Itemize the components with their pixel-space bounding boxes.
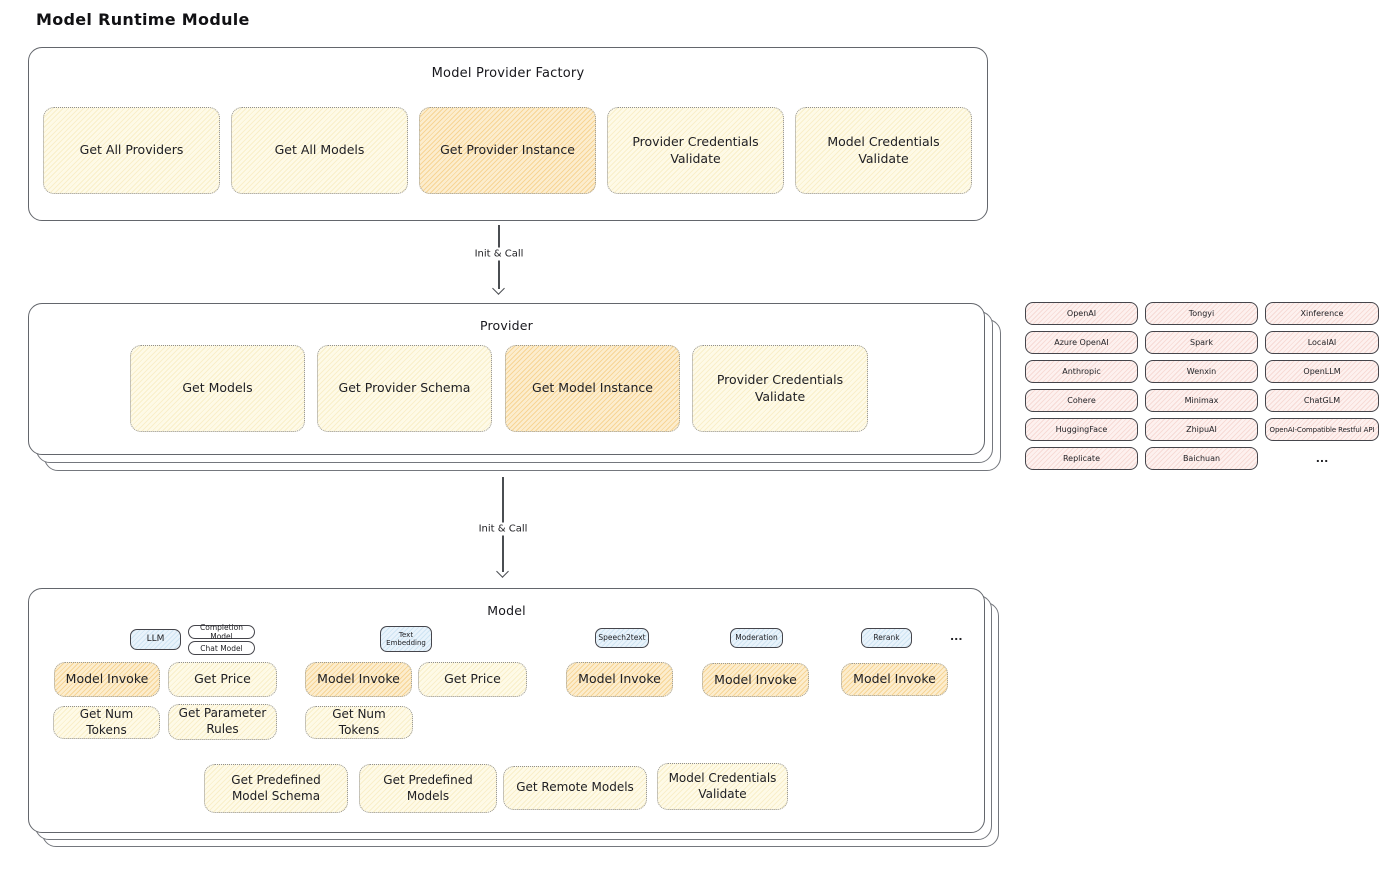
arrow-head-top xyxy=(492,282,505,295)
tag-completion-model: Completion Model xyxy=(188,623,255,641)
vendor-pill-openai-compatible-restful-api: OpenAI-Compatible Restful API xyxy=(1265,418,1379,441)
factory-button-get-all-providers: Get All Providers xyxy=(43,107,220,194)
vendor-pill-chatglm: ChatGLM xyxy=(1265,389,1379,412)
arrow-label-bottom: Init & Call xyxy=(474,522,532,536)
vendor-pill-xinference: Xinference xyxy=(1265,302,1379,325)
rerank-button-model-invoke: Model Invoke xyxy=(841,663,948,696)
speech2text-button-model-invoke: Model Invoke xyxy=(566,662,673,697)
tag-moderation: Moderation xyxy=(730,628,783,648)
provider-title: Provider xyxy=(479,318,534,333)
provider-button-get-model-instance: Get Model Instance xyxy=(505,345,680,432)
vendor-pill-anthropic: Anthropic xyxy=(1025,360,1138,383)
vendor-pill-baichuan: Baichuan xyxy=(1145,447,1258,470)
moderation-button-model-invoke: Model Invoke xyxy=(702,663,809,697)
vendor-pill-replicate: Replicate xyxy=(1025,447,1138,470)
vendor-pill-localai: LocalAI xyxy=(1265,331,1379,354)
model-title: Model xyxy=(487,603,526,618)
model-button-model-credentials-validate: Model Credentials Validate xyxy=(657,763,788,810)
provider-button-get-provider-schema: Get Provider Schema xyxy=(317,345,492,432)
llm-button-get-price: Get Price xyxy=(168,662,277,697)
tag-speech2text: Speech2text xyxy=(595,628,649,648)
vendor-pill-openllm: OpenLLM xyxy=(1265,360,1379,383)
vendor-pill-wenxin: Wenxin xyxy=(1145,360,1258,383)
embedding-button-model-invoke: Model Invoke xyxy=(305,662,412,697)
llm-button-model-invoke: Model Invoke xyxy=(54,662,160,697)
tag-chat-model: Chat Model xyxy=(188,641,255,655)
tag-text-embedding: Text Embedding xyxy=(380,626,432,652)
llm-button-get-parameter-rules: Get Parameter Rules xyxy=(168,704,277,740)
page-title: Model Runtime Module xyxy=(36,10,250,29)
factory-button-get-all-models: Get All Models xyxy=(231,107,408,194)
vendor-pill-huggingface: HuggingFace xyxy=(1025,418,1138,441)
tag-rerank: Rerank xyxy=(861,628,912,648)
model-button-get-predefined-model-schema: Get Predefined Model Schema xyxy=(204,764,348,813)
model-button-get-predefined-models: Get Predefined Models xyxy=(359,764,497,813)
llm-button-get-num-tokens: Get Num Tokens xyxy=(53,706,160,739)
factory-title: Model Provider Factory xyxy=(431,66,585,81)
embedding-button-get-price: Get Price xyxy=(418,662,527,697)
vendor-more-ellipsis: ... xyxy=(1315,452,1329,465)
factory-button-get-provider-instance: Get Provider Instance xyxy=(419,107,596,194)
tag-llm: LLM xyxy=(130,629,181,650)
factory-button-provider-credentials-validate: Provider Credentials Validate xyxy=(607,107,784,194)
vendor-pill-azure-openai: Azure OpenAI xyxy=(1025,331,1138,354)
arrow-head-bottom xyxy=(496,565,509,578)
vendor-pill-spark: Spark xyxy=(1145,331,1258,354)
vendor-pill-zhipuai: ZhipuAI xyxy=(1145,418,1258,441)
provider-button-provider-credentials-validate: Provider Credentials Validate xyxy=(692,345,868,432)
embedding-button-get-num-tokens: Get Num Tokens xyxy=(305,706,413,739)
vendor-pill-minimax: Minimax xyxy=(1145,389,1258,412)
provider-button-get-models: Get Models xyxy=(130,345,305,432)
vendor-grid: OpenAI Tongyi Xinference Azure OpenAI Sp… xyxy=(1025,302,1379,470)
vendor-pill-openai: OpenAI xyxy=(1025,302,1138,325)
model-more-ellipsis: ... xyxy=(950,630,963,643)
vendor-pill-cohere: Cohere xyxy=(1025,389,1138,412)
factory-button-model-credentials-validate: Model Credentials Validate xyxy=(795,107,972,194)
arrow-label-top: Init & Call xyxy=(470,247,528,261)
vendor-pill-tongyi: Tongyi xyxy=(1145,302,1258,325)
model-button-get-remote-models: Get Remote Models xyxy=(503,766,647,810)
